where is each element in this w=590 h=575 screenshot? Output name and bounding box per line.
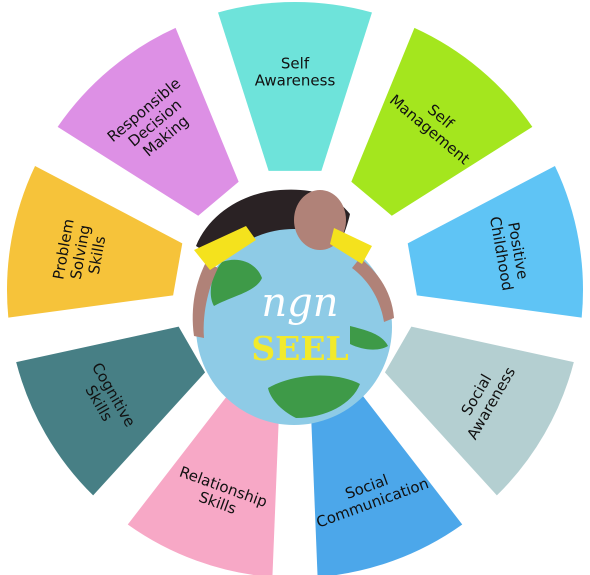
girl-right-arm <box>352 258 394 322</box>
wheel-segment <box>384 326 574 496</box>
girl-left-sleeve <box>194 226 256 270</box>
wheel-segment <box>127 392 280 575</box>
segment-label-line: Self <box>281 55 310 73</box>
logo-ngn: ngn <box>261 280 338 326</box>
girl-right-sleeve <box>330 228 372 264</box>
wheel-segment <box>7 166 183 318</box>
logo-seel: SEEL <box>251 329 348 368</box>
wheel-segment <box>407 166 584 318</box>
wheel-segment <box>57 27 239 216</box>
segment-label-line: Awareness <box>255 72 336 90</box>
globe-land-east <box>350 326 388 350</box>
wheel-segment <box>351 27 533 216</box>
segment-label: ProblemSolvingSkills <box>49 217 111 286</box>
wheel-segment <box>218 2 372 171</box>
wheel-segment <box>16 326 206 496</box>
center-illustration: ngn SEEL <box>192 189 394 425</box>
globe-land-west <box>210 259 262 306</box>
globe-land-south <box>268 375 360 418</box>
girl-left-arm <box>192 262 218 338</box>
wheel-segment <box>310 392 463 575</box>
